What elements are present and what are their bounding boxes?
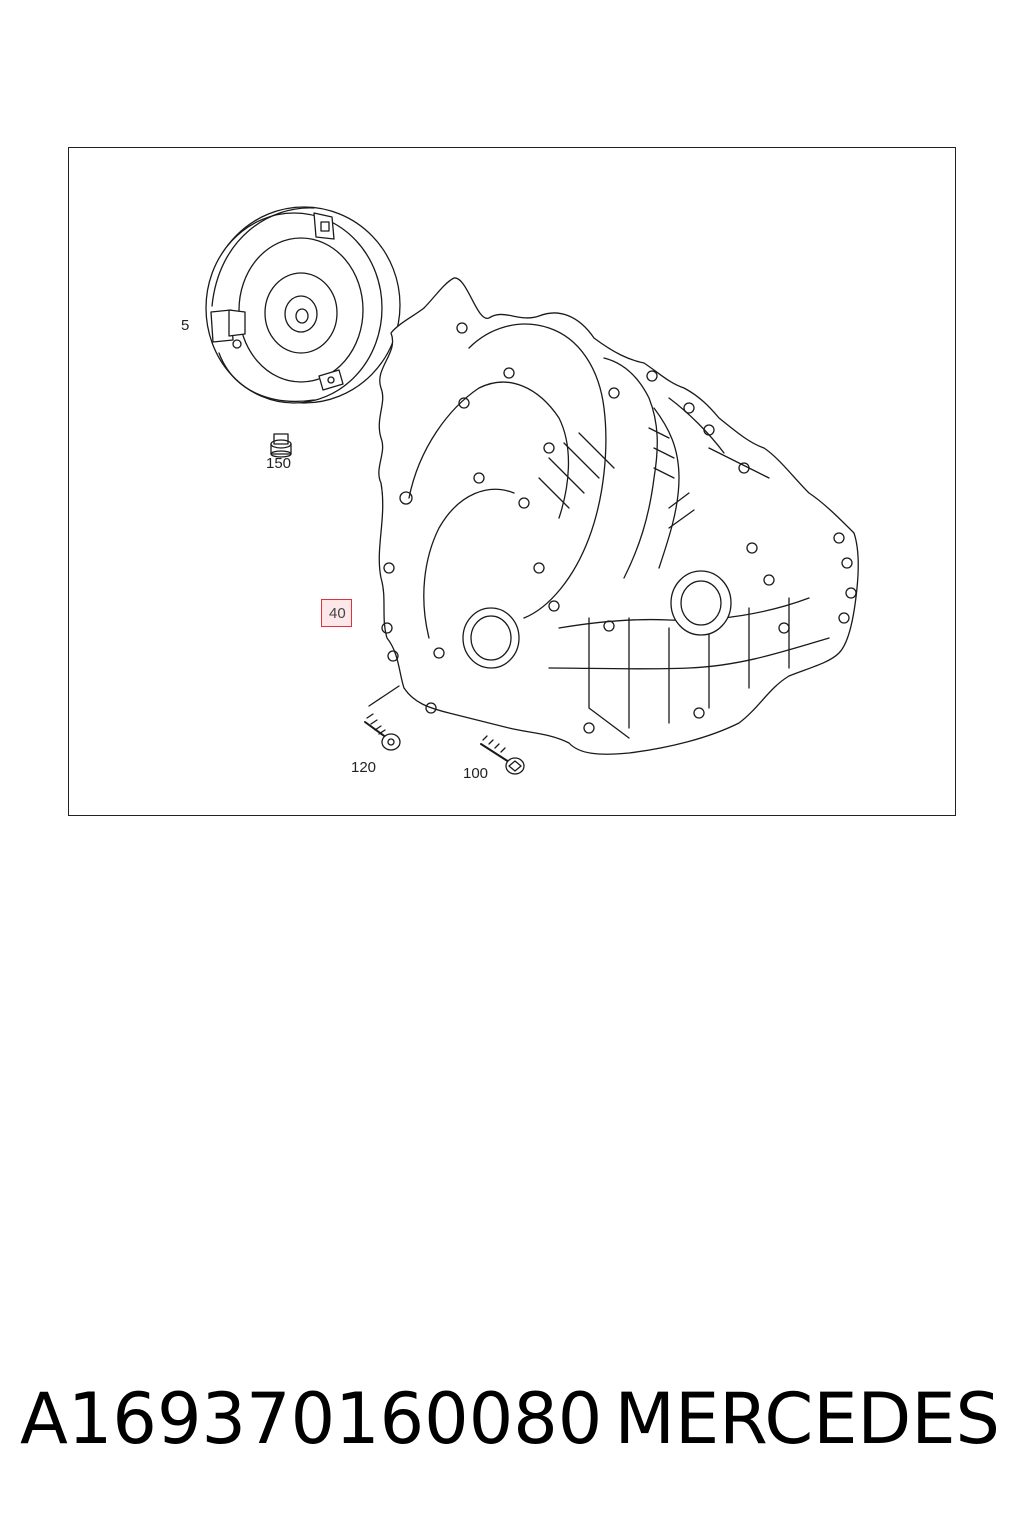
callout-120[interactable]: 120 — [351, 759, 377, 776]
callout-150[interactable]: 150 — [266, 455, 292, 472]
part-number: A169370160080 — [20, 1378, 603, 1460]
brand-name: MERCEDES — [614, 1378, 1000, 1460]
callout-40-highlighted[interactable]: 40 — [321, 599, 352, 627]
bolt-100-drawing — [480, 735, 525, 775]
leader-line — [368, 685, 400, 707]
torque-converter-drawing — [205, 206, 401, 404]
transmission-housing-drawing — [378, 277, 859, 755]
transmission-diagram — [205, 206, 859, 775]
callout-5[interactable]: 5 — [181, 317, 190, 334]
callout-100[interactable]: 100 — [463, 765, 489, 782]
screw-120-drawing — [364, 713, 401, 751]
plug-drawing — [270, 433, 292, 458]
parts-diagram-frame: 5 150 40 120 100 — [68, 147, 956, 816]
